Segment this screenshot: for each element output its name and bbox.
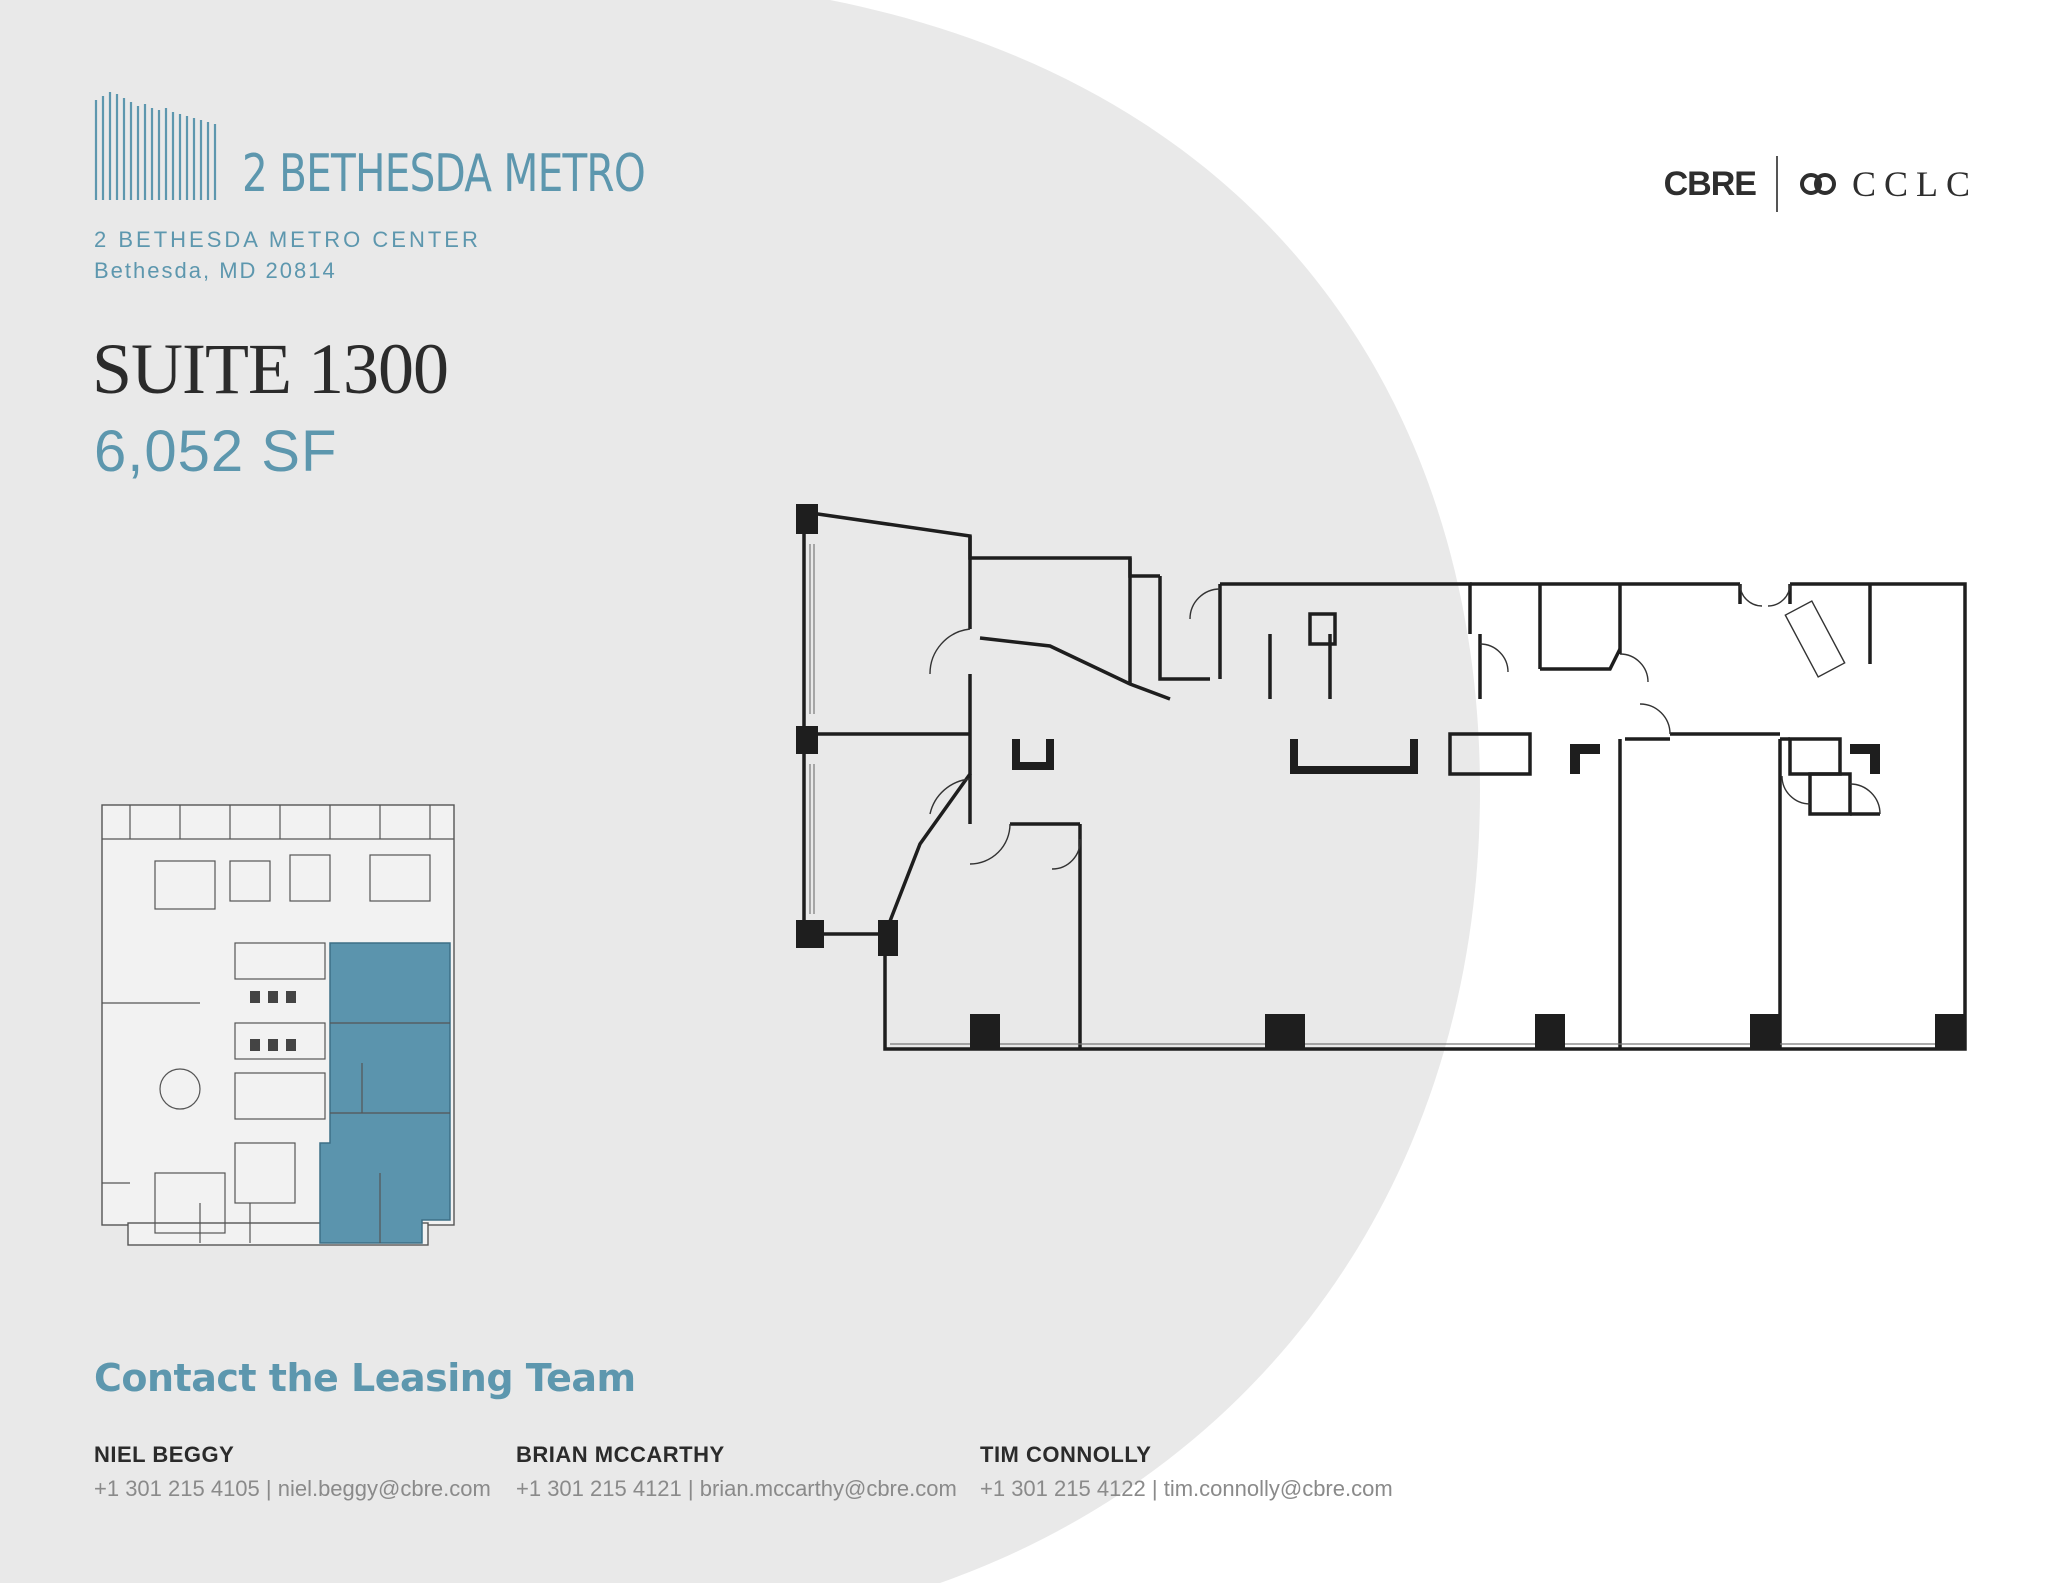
- cclc-logo: CCLC: [1851, 164, 1978, 204]
- building-logo-icon: [94, 92, 217, 200]
- building-logo-text: 2 BETHESDA METRO: [242, 144, 646, 204]
- building-logo: 2 BETHESDA METRO: [94, 92, 759, 200]
- brand-logos: CBRE CCLC: [1664, 156, 1978, 212]
- suite-area: 6,052 SF: [94, 419, 338, 484]
- contact-person-1: NIEL BEGGY +1 301 215 4105 | niel.beggy@…: [94, 1442, 491, 1502]
- suite-floor-plan: [796, 504, 1967, 1051]
- building-key-plan: [101, 804, 455, 1246]
- cbre-logo: CBRE: [1663, 164, 1757, 203]
- address-line1: 2 BETHESDA METRO CENTER: [94, 227, 481, 252]
- contact-info[interactable]: +1 301 215 4122 | tim.connolly@cbre.com: [980, 1476, 1393, 1501]
- linked-rings-icon: [1799, 173, 1836, 195]
- brand-divider: [1775, 156, 1778, 212]
- contact-person-3: TIM CONNOLLY +1 301 215 4122 | tim.conno…: [980, 1442, 1393, 1502]
- contact-name: NIEL BEGGY: [94, 1442, 235, 1467]
- contact-info[interactable]: +1 301 215 4105 | niel.beggy@cbre.com: [94, 1476, 491, 1501]
- contact-name: BRIAN MCCARTHY: [516, 1442, 725, 1467]
- suite-title: SUITE 1300: [92, 329, 449, 409]
- contact-info[interactable]: +1 301 215 4121 | brian.mccarthy@cbre.co…: [516, 1476, 957, 1501]
- address-line2: Bethesda, MD 20814: [94, 258, 337, 283]
- contact-person-2: BRIAN MCCARTHY +1 301 215 4121 | brian.m…: [516, 1442, 957, 1502]
- contact-name: TIM CONNOLLY: [980, 1442, 1152, 1467]
- contact-title: Contact the Leasing Team: [94, 1356, 636, 1400]
